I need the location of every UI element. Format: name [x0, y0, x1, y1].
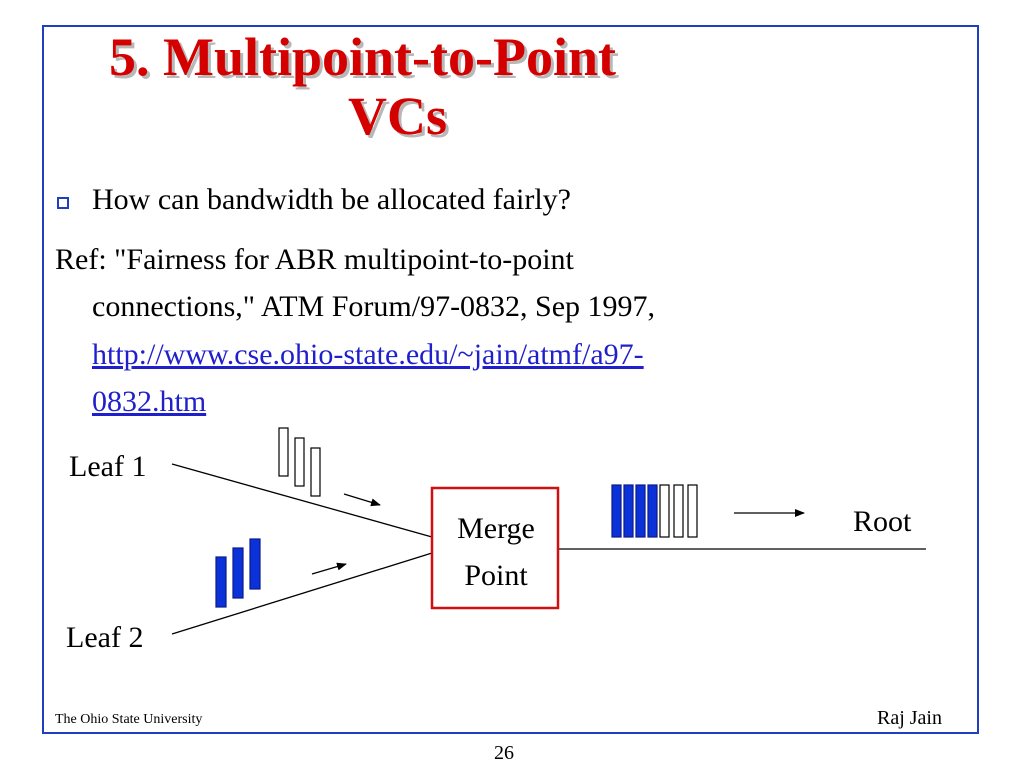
root-cell-empty [687, 484, 698, 538]
reference-link-continued[interactable]: 0832.htm [92, 384, 206, 420]
leaf2-cell [215, 556, 227, 608]
bullet-question: How can bandwidth be allocated fairly? [92, 183, 571, 216]
reference-link-line-1[interactable]: http://www.cse.ohio-state.edu/~jain/atmf… [92, 338, 644, 371]
title-line-2: VCs [348, 86, 448, 146]
page-number: 26 [494, 742, 514, 764]
reference-link-line-2[interactable]: 0832.htm [92, 385, 207, 418]
reference-link[interactable]: http://www.cse.ohio-state.edu/~jain/atmf… [92, 337, 644, 373]
square-bullet-icon [57, 197, 69, 209]
merge-label-line-1: Merge [457, 512, 535, 545]
merge-point-box [430, 486, 560, 610]
leaf1-link-line [171, 463, 433, 538]
leaf1-flow-arrow [343, 493, 381, 507]
leaf2-cell [249, 538, 261, 590]
root-cell-filled [635, 484, 646, 538]
leaf2-flow-arrow [311, 562, 347, 575]
leaf1-cell [310, 447, 321, 497]
merge-label-line-2: Point [464, 559, 528, 592]
root-cells [611, 484, 698, 538]
root-cell-empty [673, 484, 684, 538]
reference-line-2: connections," ATM Forum/97-0832, Sep 199… [92, 290, 656, 323]
root-label: Root [853, 505, 912, 538]
footer-author: Raj Jain [877, 707, 942, 729]
leaf1-cell [278, 427, 289, 477]
leaf2-cells [215, 538, 261, 608]
root-cell-filled [623, 484, 634, 538]
leaf1-cells [278, 427, 321, 497]
reference-line-1: Ref: "Fairness for ABR multipoint-to-poi… [55, 243, 574, 276]
leaf1-label: Leaf 1 [69, 450, 146, 483]
leaf2-cell [232, 547, 244, 599]
footer-institution: The Ohio State University [55, 712, 203, 727]
title-line-1: 5. Multipoint-to-Point [109, 27, 616, 87]
leaf1-cell [294, 437, 305, 487]
root-cell-empty [659, 484, 670, 538]
root-cell-filled [611, 484, 622, 538]
root-cell-filled [647, 484, 658, 538]
leaf2-label: Leaf 2 [66, 621, 143, 654]
leaf2-link-line [171, 552, 433, 635]
slide-frame [42, 25, 979, 734]
